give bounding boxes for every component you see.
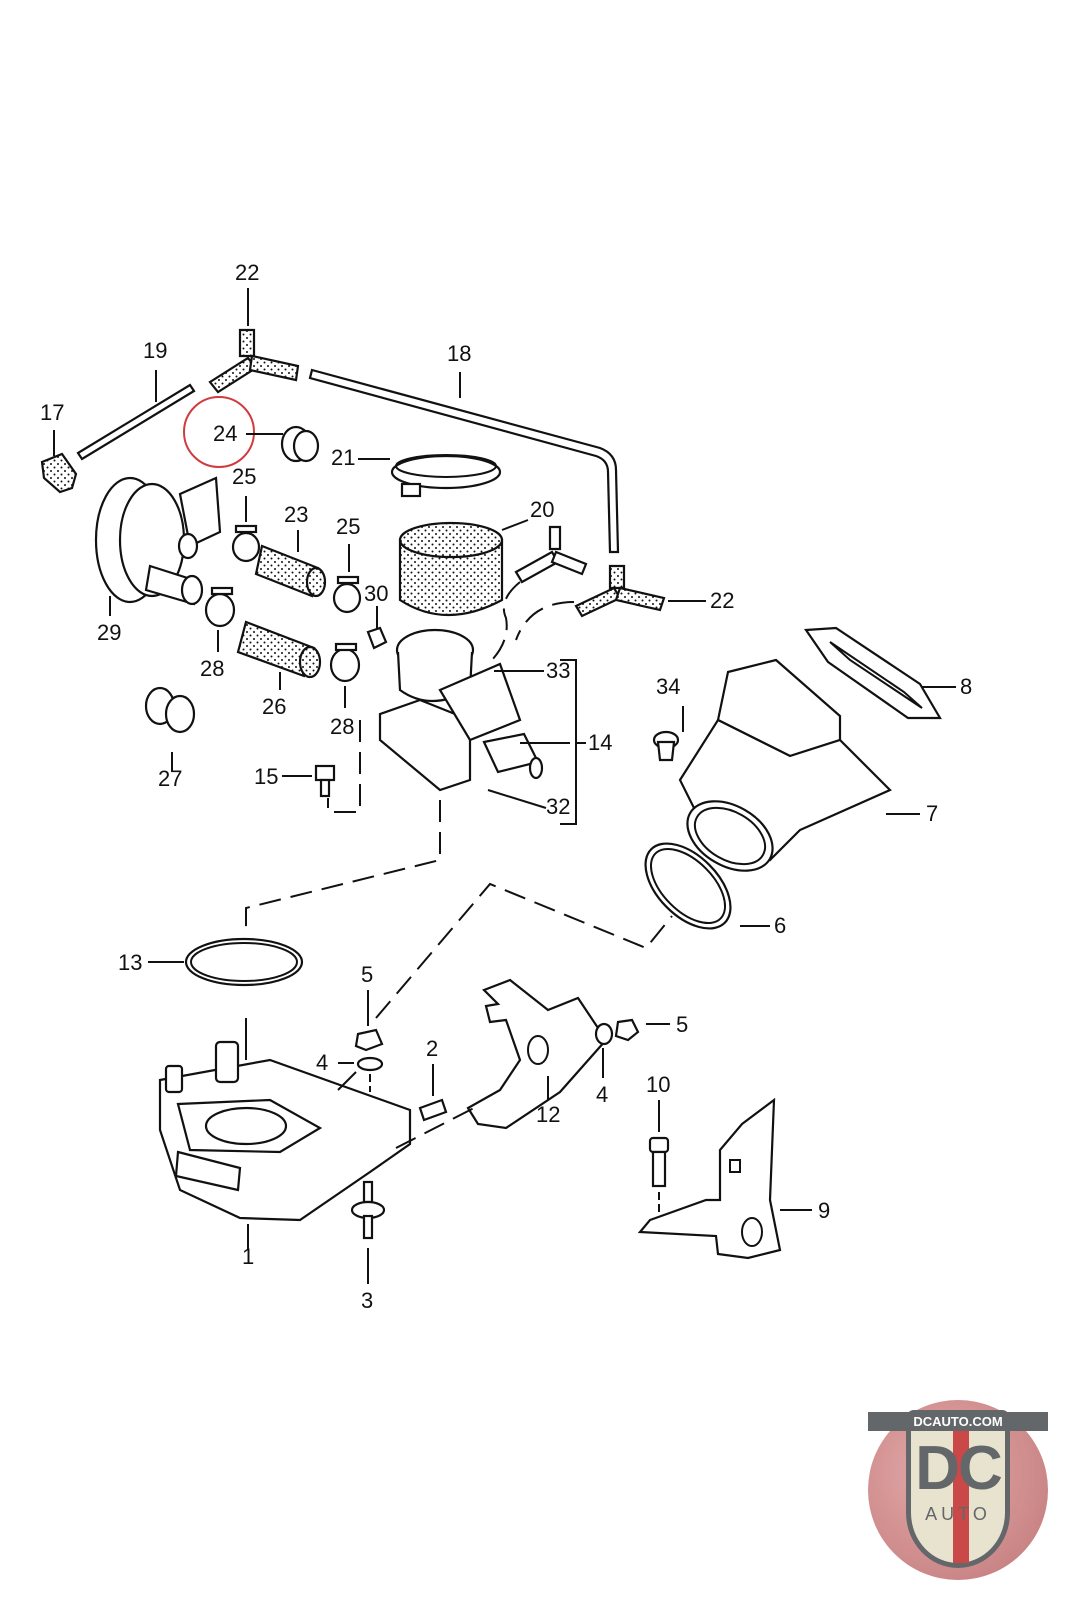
- logo-url-text: DCAUTO.COM: [868, 1412, 1048, 1431]
- label-12[interactable]: 12: [536, 1102, 560, 1127]
- label-2[interactable]: 2: [426, 1036, 438, 1061]
- label-22b[interactable]: 22: [710, 588, 734, 613]
- part-6-o-ring[interactable]: [630, 828, 746, 944]
- label-14[interactable]: 14: [588, 730, 612, 755]
- part-27-sleeve[interactable]: [144, 686, 196, 734]
- label-1[interactable]: 1: [242, 1244, 254, 1269]
- part-9-bracket[interactable]: [637, 1097, 782, 1260]
- label-13[interactable]: 13: [118, 950, 142, 975]
- part-2-stud[interactable]: [418, 1098, 448, 1122]
- part-22-tee-right[interactable]: [574, 564, 666, 618]
- part-15-bolt[interactable]: [314, 764, 336, 798]
- part-3-check-valve[interactable]: [350, 1180, 386, 1240]
- label-3[interactable]: 3: [361, 1288, 373, 1313]
- label-27[interactable]: 27: [158, 766, 182, 791]
- label-26[interactable]: 26: [262, 694, 286, 719]
- label-20[interactable]: 20: [530, 497, 554, 522]
- label-10[interactable]: 10: [646, 1072, 670, 1097]
- label-21[interactable]: 21: [331, 445, 355, 470]
- part-7-air-flow-meter[interactable]: [675, 658, 892, 885]
- part-14-throttle-body[interactable]: [378, 628, 544, 792]
- label-23[interactable]: 23: [284, 502, 308, 527]
- part-23-hose[interactable]: [254, 544, 327, 598]
- label-18[interactable]: 18: [447, 341, 471, 366]
- part-tee-white[interactable]: [514, 525, 588, 584]
- label-6[interactable]: 6: [774, 913, 786, 938]
- part-24-sleeve[interactable]: [280, 425, 320, 463]
- part-22-tee-top[interactable]: [208, 328, 300, 394]
- part-34-plug[interactable]: [652, 730, 680, 762]
- part-1-intake-housing[interactable]: [158, 1040, 412, 1222]
- highlight-circle-24: [183, 396, 255, 468]
- label-9[interactable]: 9: [818, 1198, 830, 1223]
- label-30[interactable]: 30: [364, 581, 388, 606]
- part-8-gasket[interactable]: [803, 626, 942, 720]
- label-4b[interactable]: 4: [596, 1082, 608, 1107]
- label-8[interactable]: 8: [960, 674, 972, 699]
- part-5-nut-left[interactable]: [354, 1028, 384, 1052]
- part-25-clamp-upper[interactable]: [231, 524, 261, 563]
- label-4a[interactable]: 4: [316, 1050, 328, 1075]
- label-24[interactable]: 24: [213, 421, 237, 446]
- part-13-o-ring[interactable]: [184, 937, 304, 987]
- dcauto-logo: DCAUTO.COM DC AUTO: [868, 1400, 1048, 1580]
- part-4-washer-right[interactable]: [594, 1022, 614, 1046]
- logo-mark: DC: [915, 1434, 1003, 1503]
- part-25-clamp-lower[interactable]: [332, 575, 362, 614]
- part-19-tube[interactable]: [76, 383, 196, 461]
- label-7[interactable]: 7: [926, 801, 938, 826]
- part-29-control-valve[interactable]: [94, 476, 222, 606]
- label-19[interactable]: 19: [143, 338, 167, 363]
- label-33[interactable]: 33: [546, 658, 570, 683]
- part-20-filter-element[interactable]: [398, 521, 504, 616]
- part-5-nut-right[interactable]: [614, 1018, 640, 1042]
- part-28-clamp-right[interactable]: [329, 642, 361, 683]
- part-10-bolt[interactable]: [648, 1136, 670, 1188]
- part-30-cap[interactable]: [366, 626, 388, 650]
- label-5b[interactable]: 5: [676, 1012, 688, 1037]
- part-18-tube[interactable]: [308, 368, 620, 554]
- label-28b[interactable]: 28: [330, 714, 354, 739]
- part-4-washer-left[interactable]: [356, 1056, 384, 1072]
- label-25b[interactable]: 25: [336, 514, 360, 539]
- part-17-elbow-hose[interactable]: [40, 452, 78, 494]
- label-15[interactable]: 15: [254, 764, 278, 789]
- logo-stripe: [953, 1415, 969, 1563]
- part-21-band-clamp[interactable]: [390, 454, 502, 498]
- part-26-hose[interactable]: [236, 620, 322, 679]
- label-5a[interactable]: 5: [361, 962, 373, 987]
- label-29[interactable]: 29: [97, 620, 121, 645]
- logo-subtext: AUTO: [925, 1504, 991, 1524]
- label-32[interactable]: 32: [546, 794, 570, 819]
- part-12-bracket[interactable]: [466, 978, 608, 1130]
- label-34[interactable]: 34: [656, 674, 680, 699]
- part-28-clamp-left[interactable]: [204, 586, 236, 628]
- label-17[interactable]: 17: [40, 400, 64, 425]
- label-28a[interactable]: 28: [200, 656, 224, 681]
- label-22[interactable]: 22: [235, 260, 259, 285]
- logo-shield: [906, 1410, 1010, 1568]
- label-25a[interactable]: 25: [232, 464, 256, 489]
